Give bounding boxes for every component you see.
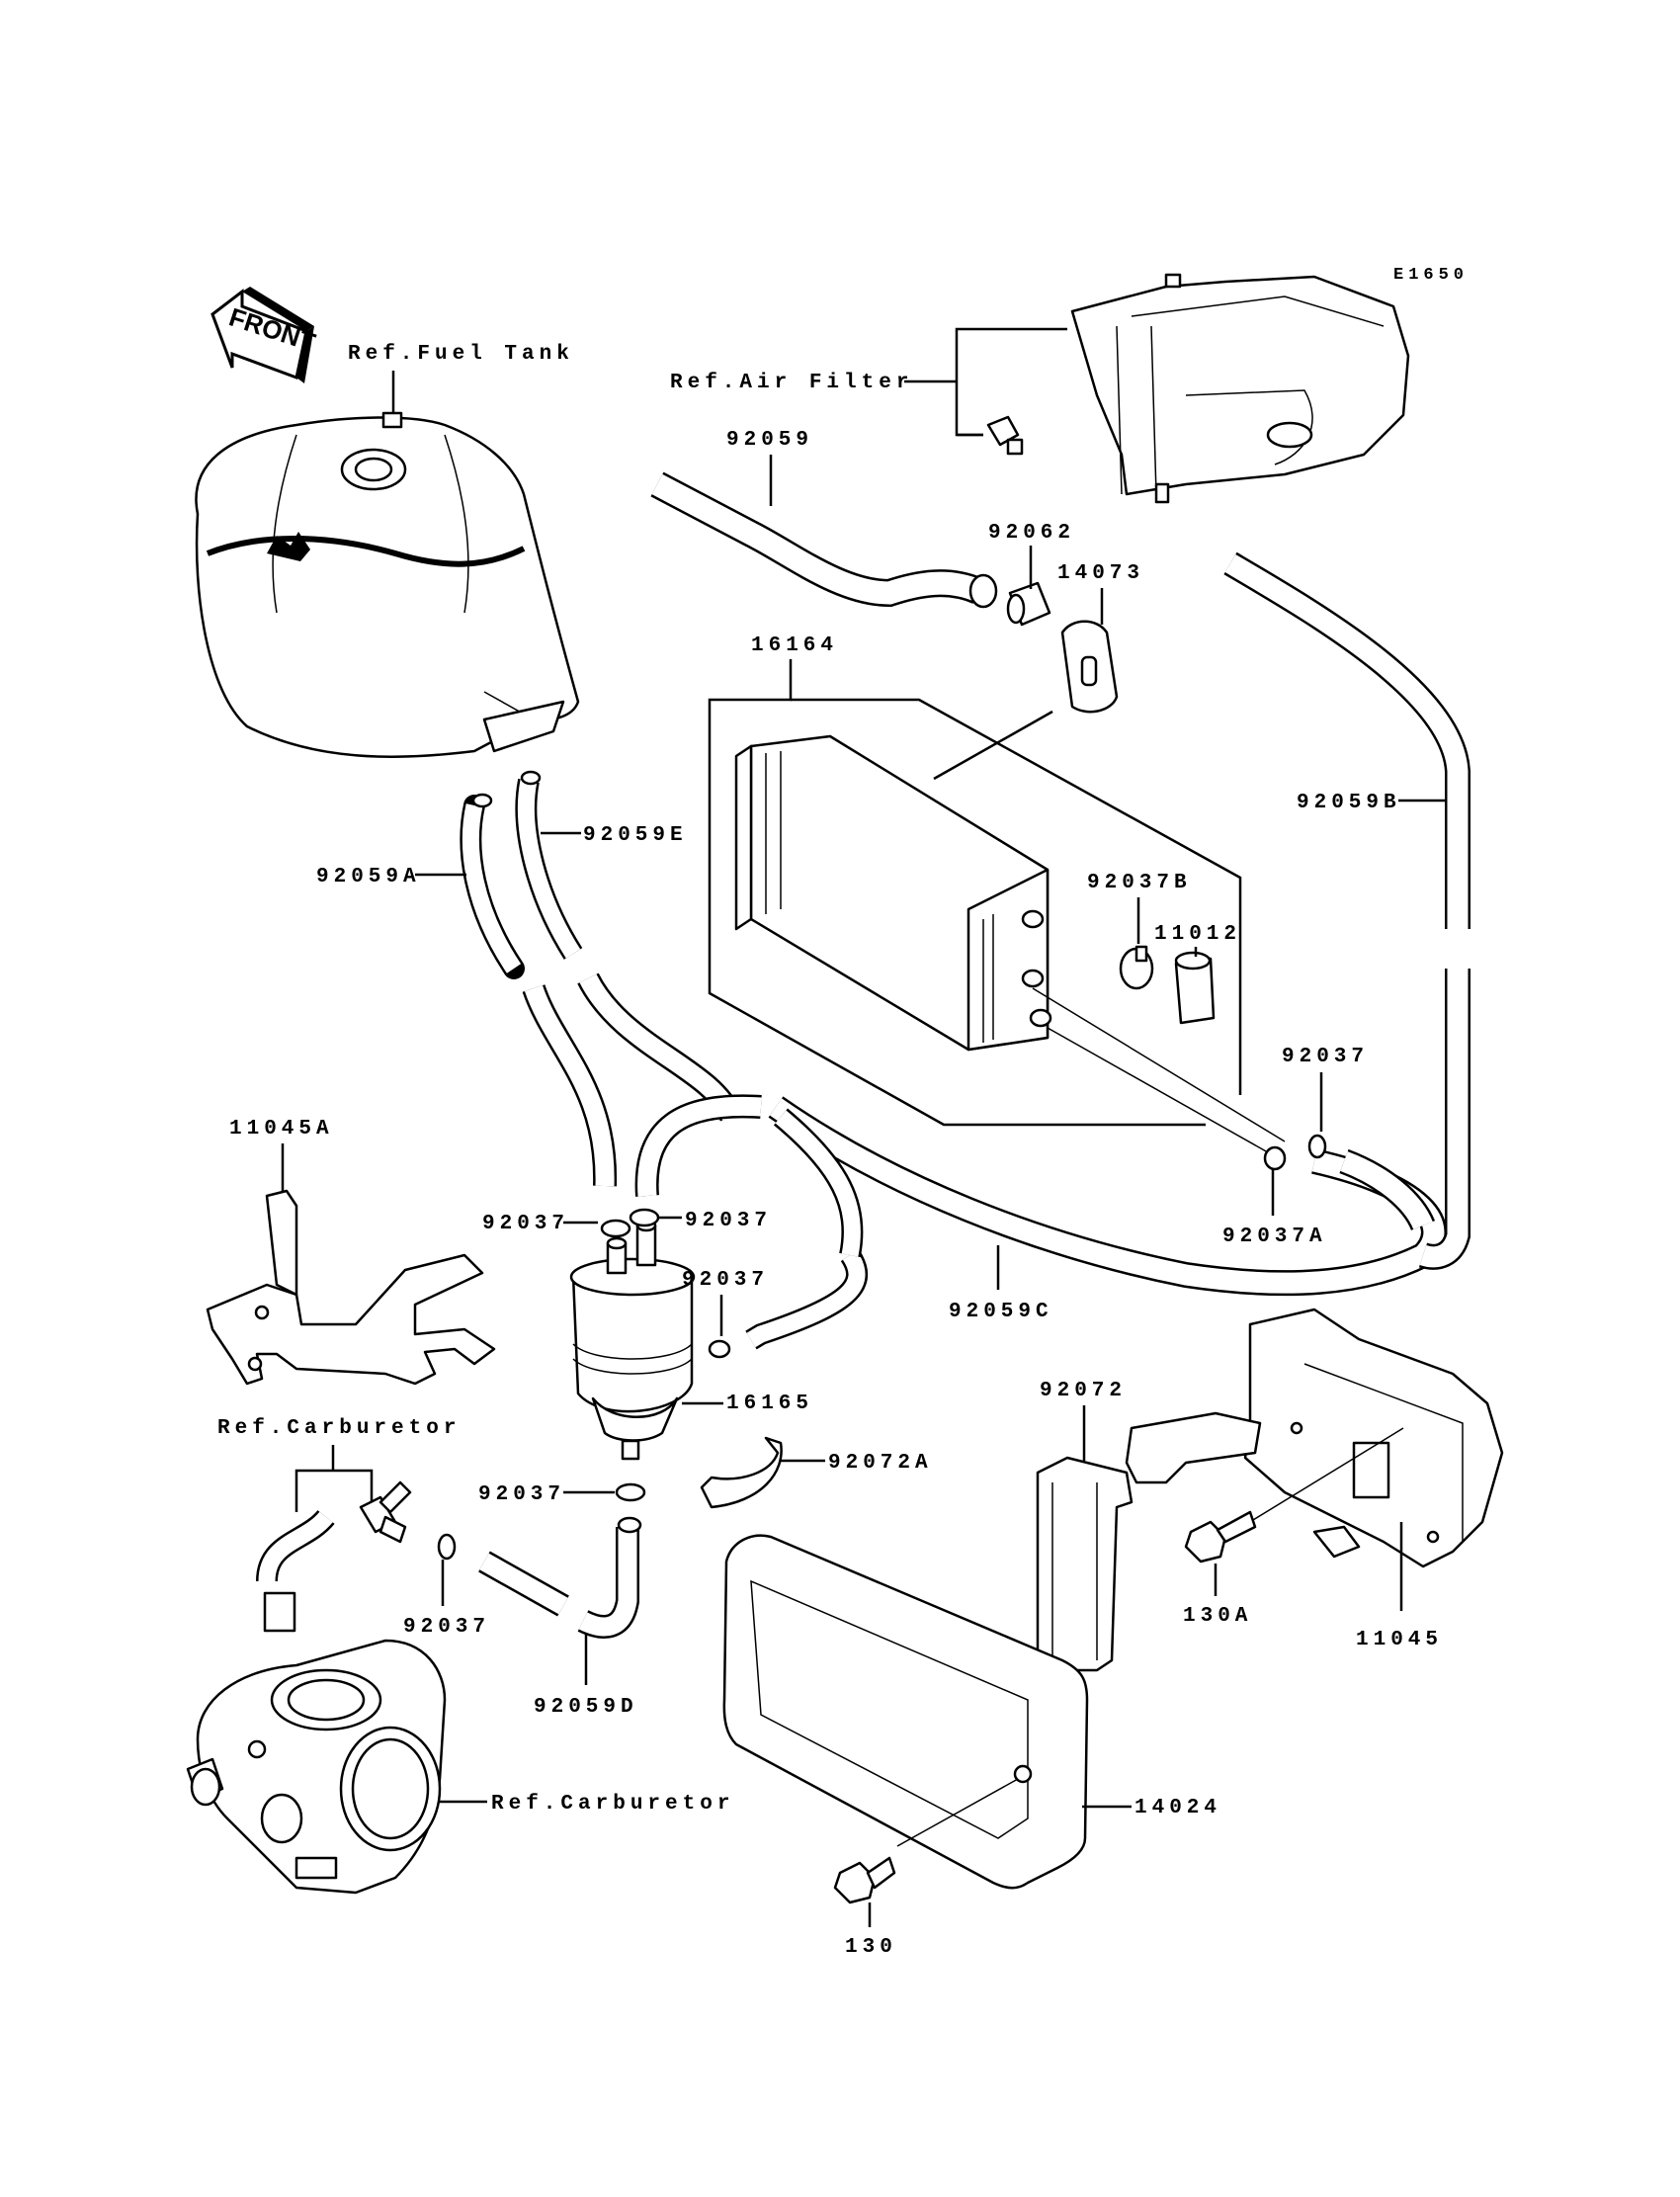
label-92059E: 92059E xyxy=(583,824,688,847)
label-14024: 14024 xyxy=(1134,1797,1221,1819)
clamp-92037-right xyxy=(1307,1134,1327,1159)
label-92072: 92072 xyxy=(1040,1380,1127,1402)
label-14073: 14073 xyxy=(1057,562,1144,585)
hose-92059B xyxy=(1223,551,1470,1270)
label-92059C: 92059C xyxy=(949,1301,1053,1323)
label-92059A: 92059A xyxy=(316,866,421,888)
pad-14024 xyxy=(722,1534,1089,1890)
clamp-92037-drain xyxy=(708,1339,731,1359)
clip-92072A xyxy=(700,1436,783,1509)
hose-92059C xyxy=(768,1096,1447,1297)
carburetor xyxy=(186,1639,447,1895)
clamp-92037A xyxy=(1263,1145,1287,1171)
clamp-92037-carb xyxy=(437,1533,457,1561)
label-130A: 130A xyxy=(1183,1605,1252,1628)
label-11012: 11012 xyxy=(1154,923,1241,946)
clamp-92037B xyxy=(1119,945,1154,990)
air-filter-fitting xyxy=(986,415,1024,456)
label-92037-lower: 92037 xyxy=(478,1483,565,1506)
label-92072A: 92072A xyxy=(828,1452,933,1475)
label-92037-mid: 92037 xyxy=(685,1210,772,1232)
label-11045A: 11045A xyxy=(229,1118,334,1141)
bolt-130 xyxy=(833,1778,1019,1904)
ref-carburetor-top-label: Ref.Carburetor xyxy=(217,1417,461,1440)
carb-t-fitting xyxy=(359,1480,412,1544)
label-92037B: 92037B xyxy=(1087,872,1192,894)
label-92059D: 92059D xyxy=(534,1696,638,1719)
label-92062: 92062 xyxy=(988,522,1075,545)
canister-16164 xyxy=(734,734,1052,1052)
clamp-92037-left xyxy=(600,1219,631,1238)
bracket-11045A xyxy=(206,1189,496,1386)
clamp-14073 xyxy=(1060,620,1119,714)
label-92037-left: 92037 xyxy=(482,1213,569,1235)
label-92037-right: 92037 xyxy=(1282,1046,1369,1068)
label-92037-drain: 92037 xyxy=(682,1269,769,1292)
hose-92059D xyxy=(478,1516,642,1639)
hose-92059 xyxy=(650,471,998,609)
fuel-tank xyxy=(195,411,580,758)
clamp-92037-mid xyxy=(629,1208,660,1227)
label-92037-carb: 92037 xyxy=(403,1616,490,1639)
hose-92059E xyxy=(515,770,583,960)
label-11045: 11045 xyxy=(1356,1629,1443,1651)
front-arrow-icon: FRONT xyxy=(210,287,319,383)
figure-code: E1650 xyxy=(1393,266,1469,285)
bracket-11045 xyxy=(1125,1308,1504,1568)
canister-nipples xyxy=(1021,909,1052,1028)
label-92059: 92059 xyxy=(726,429,813,452)
hose-92059A xyxy=(460,793,525,979)
ref-carburetor-bottom-label: Ref.Carburetor xyxy=(491,1793,734,1816)
cap-11012 xyxy=(1174,951,1216,1025)
ref-air-filter-label: Ref.Air Filter xyxy=(670,372,913,394)
label-16165: 16165 xyxy=(726,1393,813,1415)
air-filter-housing xyxy=(1070,273,1410,504)
fuel-pump-16165 xyxy=(569,1219,696,1461)
bolt-130A xyxy=(1184,1427,1404,1563)
label-92059B: 92059B xyxy=(1297,792,1401,814)
label-16164: 16164 xyxy=(751,634,838,657)
label-92037A: 92037A xyxy=(1222,1225,1327,1248)
ref-fuel-tank-label: Ref.Fuel Tank xyxy=(348,343,574,366)
band-92072 xyxy=(1036,1456,1134,1672)
collar-92062 xyxy=(1006,581,1051,627)
label-130: 130 xyxy=(845,1936,897,1959)
clamp-92037-lower xyxy=(615,1482,646,1502)
